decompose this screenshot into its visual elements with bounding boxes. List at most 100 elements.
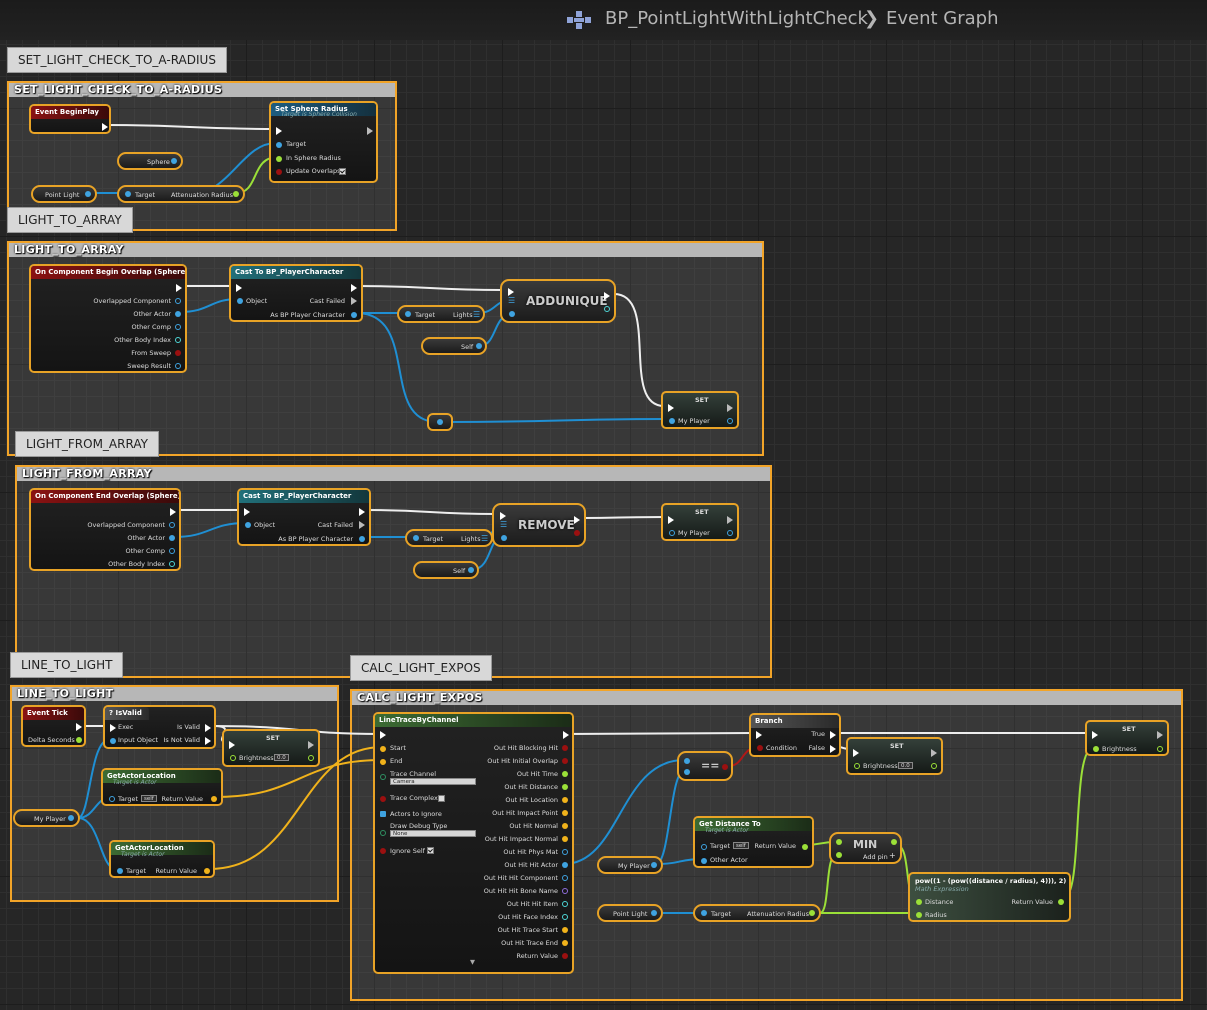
- as-player-pin[interactable]: [351, 312, 357, 318]
- self-tag[interactable]: self: [733, 842, 749, 849]
- exec-in-pin[interactable]: [508, 288, 514, 296]
- exec-in-pin[interactable]: [229, 741, 235, 749]
- result-pin[interactable]: [722, 764, 728, 770]
- other-body-pin[interactable]: [175, 337, 181, 343]
- point-light-getter-2[interactable]: Point Light: [597, 904, 663, 922]
- cast-to-player-node-2[interactable]: Cast To BP_PlayerCharacter Object Cast F…: [237, 488, 371, 546]
- my-player-out-pin[interactable]: [68, 815, 74, 821]
- on-begin-overlap-node[interactable]: On Component Begin Overlap (Sphere) Over…: [29, 264, 187, 373]
- remove-node[interactable]: REMOVE ☰: [492, 503, 586, 547]
- add-pin-plus-icon[interactable]: +: [889, 851, 896, 860]
- as-player-pin[interactable]: [359, 536, 365, 542]
- is-valid-pin[interactable]: [205, 724, 211, 732]
- end-pin[interactable]: [380, 759, 386, 765]
- out-hit-pin[interactable]: [562, 849, 568, 855]
- out-hit-pin[interactable]: [562, 771, 568, 777]
- exec-in-pin[interactable]: [276, 127, 282, 135]
- set-my-player-node-2[interactable]: SET My Player: [661, 503, 739, 541]
- out-hit-pin[interactable]: [562, 784, 568, 790]
- line-trace-by-channel-node[interactable]: LineTraceByChannel Start End Trace Chann…: [373, 712, 574, 974]
- return-value-pin[interactable]: [802, 844, 808, 850]
- other-comp-pin[interactable]: [169, 548, 175, 554]
- branch-node[interactable]: Branch True Condition False: [749, 713, 841, 757]
- comment-tab-light-to-array[interactable]: LIGHT_TO_ARRAY: [7, 207, 133, 233]
- exec-in-pin[interactable]: [500, 512, 506, 520]
- target-pin[interactable]: [125, 191, 131, 197]
- exec-in-pin[interactable]: [380, 731, 386, 739]
- point-light-getter[interactable]: Point Light: [31, 185, 97, 203]
- exec-in-pin[interactable]: [853, 749, 859, 757]
- out-hit-pin[interactable]: [562, 823, 568, 829]
- index-out-pin[interactable]: [604, 306, 610, 312]
- my-player-out-pin[interactable]: [727, 530, 733, 536]
- target-pin[interactable]: [276, 142, 282, 148]
- exec-out-pin[interactable]: [367, 127, 373, 135]
- exec-out-pin[interactable]: [351, 284, 357, 292]
- lights-getter-2[interactable]: Target Lights ☰: [405, 529, 493, 547]
- exec-out-pin[interactable]: [563, 731, 569, 739]
- out-hit-pin[interactable]: [562, 810, 568, 816]
- exec-out-pin[interactable]: [604, 292, 610, 300]
- out-hit-pin[interactable]: [562, 927, 568, 933]
- lights-getter[interactable]: Target Lights ☰: [397, 305, 485, 323]
- self-getter[interactable]: Self: [421, 337, 487, 355]
- true-pin[interactable]: [830, 731, 836, 739]
- event-tick-node[interactable]: Event Tick Delta Seconds: [21, 705, 86, 747]
- input-object-pin[interactable]: [110, 738, 116, 744]
- equals-node[interactable]: ==: [677, 751, 733, 781]
- brightness-pin[interactable]: [1093, 746, 1099, 752]
- brightness-input[interactable]: 0.0: [274, 754, 289, 761]
- my-player-out-pin[interactable]: [727, 418, 733, 424]
- brightness-pin[interactable]: [854, 763, 860, 769]
- breadcrumb-graph[interactable]: Event Graph: [886, 8, 999, 29]
- out-hit-pin[interactable]: [562, 836, 568, 842]
- cast-to-player-node[interactable]: Cast To BP_PlayerCharacter Object Cast F…: [229, 264, 363, 322]
- overlapped-pin[interactable]: [175, 298, 181, 304]
- other-actor-pin[interactable]: [169, 535, 175, 541]
- start-pin[interactable]: [380, 746, 386, 752]
- exec-in-pin[interactable]: [110, 724, 116, 732]
- out-hit-pin[interactable]: [562, 888, 568, 894]
- brightness-out-pin[interactable]: [931, 763, 937, 769]
- attenuation-out-pin[interactable]: [233, 191, 239, 197]
- out-hit-pin[interactable]: [562, 953, 568, 959]
- comment-tab-set-light-check[interactable]: SET_LIGHT_CHECK_TO_A-RADIUS: [7, 47, 227, 73]
- out-hit-pin[interactable]: [562, 901, 568, 907]
- target-pin[interactable]: [117, 868, 123, 874]
- draw-debug-dropdown[interactable]: None: [390, 830, 476, 837]
- actors-ignore-pin[interactable]: [380, 811, 386, 817]
- math-expression-node[interactable]: pow((1 - (pow((distance / radius), 4))),…: [908, 872, 1071, 922]
- item-pin[interactable]: [501, 535, 507, 541]
- addunique-node[interactable]: ADDUNIQUE ☰: [500, 279, 616, 323]
- reroute-pin[interactable]: [437, 419, 443, 425]
- from-sweep-pin[interactable]: [175, 350, 181, 356]
- get-actor-location-node-2[interactable]: GetActorLocation Target is Actor Target …: [109, 840, 215, 878]
- a-pin[interactable]: [836, 839, 842, 845]
- target-pin[interactable]: [413, 535, 419, 541]
- distance-pin[interactable]: [916, 899, 922, 905]
- set-brightness-node[interactable]: SET Brightness 0.0: [222, 729, 320, 767]
- b-pin[interactable]: [836, 852, 842, 858]
- exec-out-pin[interactable]: [176, 284, 182, 292]
- sphere-getter[interactable]: Sphere: [117, 152, 183, 170]
- set-brightness-node-3[interactable]: SET Brightness: [1085, 720, 1169, 756]
- point-light-out-pin[interactable]: [85, 191, 91, 197]
- cast-failed-pin[interactable]: [351, 297, 357, 305]
- return-value-pin[interactable]: [204, 868, 210, 874]
- brightness-input[interactable]: 0.0: [898, 762, 913, 769]
- attenuation-radius-getter-2[interactable]: Target Attenuation Radius: [693, 904, 821, 922]
- exec-out-pin[interactable]: [1157, 731, 1163, 739]
- set-sphere-radius-node[interactable]: Set Sphere Radius Target is Sphere Colli…: [269, 101, 378, 183]
- exec-out-pin[interactable]: [574, 516, 580, 524]
- brightness-pin[interactable]: [230, 755, 236, 761]
- set-my-player-node[interactable]: SET My Player: [661, 391, 739, 429]
- point-light-out-pin[interactable]: [651, 910, 657, 916]
- target-pin[interactable]: [701, 910, 707, 916]
- self-out-pin[interactable]: [476, 343, 482, 349]
- trace-channel-dropdown[interactable]: Camera: [390, 778, 476, 785]
- a-pin[interactable]: [684, 758, 690, 764]
- exec-out-pin[interactable]: [727, 516, 733, 524]
- self-tag[interactable]: self: [141, 795, 157, 802]
- sphere-out-pin[interactable]: [171, 158, 177, 164]
- out-hit-pin[interactable]: [562, 797, 568, 803]
